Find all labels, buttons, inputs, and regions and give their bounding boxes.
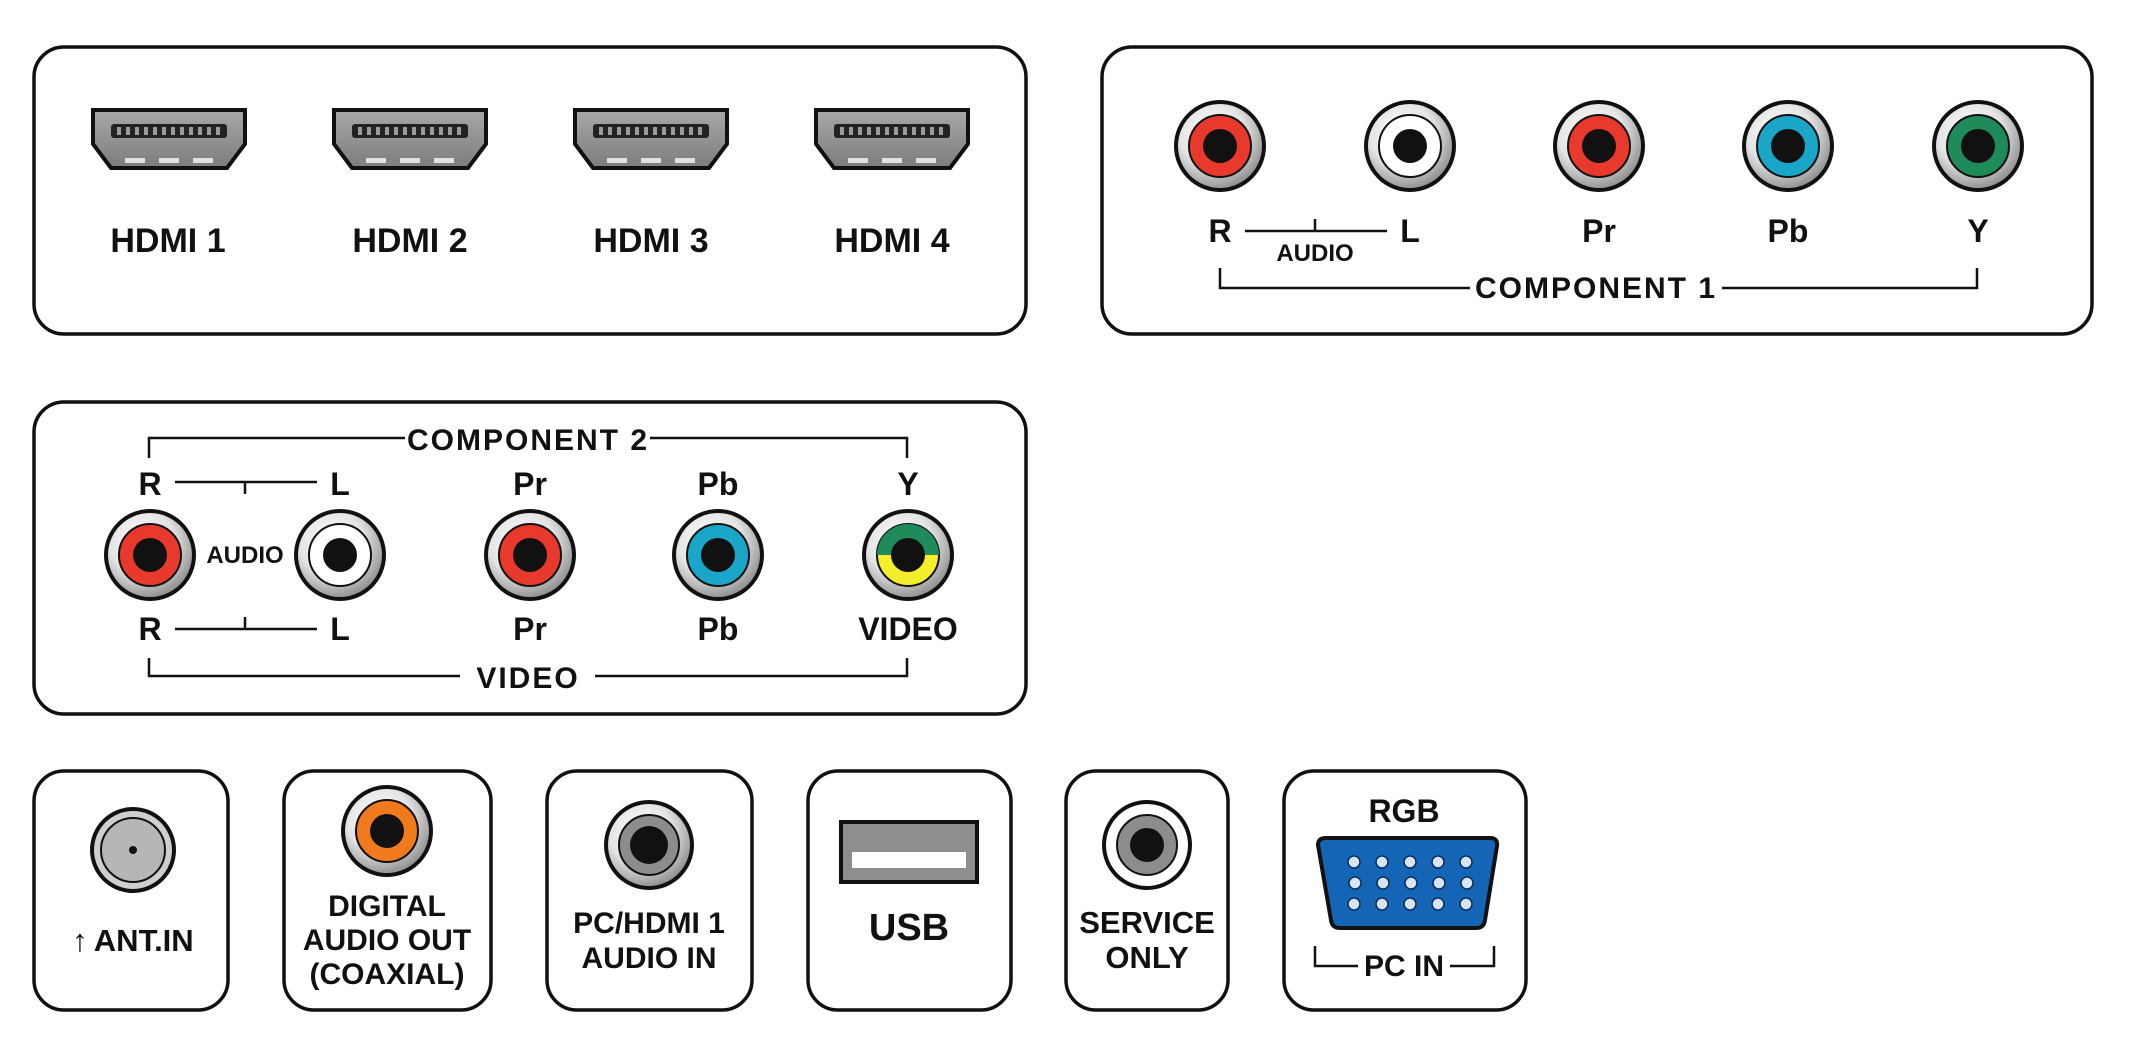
c2-title-bracket [147, 436, 909, 458]
service-label-1: SERVICE [1079, 905, 1215, 940]
vga-pin [1459, 855, 1473, 869]
vga-pin [1375, 897, 1389, 911]
c2-jack-pr[interactable] [484, 509, 576, 601]
hdmi-port-3[interactable] [573, 108, 729, 170]
usb-port[interactable] [839, 820, 979, 884]
digital-label-3: (COAXIAL) [310, 958, 465, 991]
c2-bottom-r: R [138, 611, 161, 647]
c1-label-pr: Pr [1582, 213, 1616, 249]
hdmi-port-1[interactable] [91, 108, 247, 170]
c2-top-pb: Pb [698, 466, 739, 502]
c2-audio-bracket-top [175, 480, 317, 494]
c1-audio-label: AUDIO [1276, 240, 1353, 267]
c2-audio-label: AUDIO [206, 542, 283, 569]
c1-audio-bracket [1245, 219, 1387, 233]
c1-jack-y[interactable] [1932, 100, 2024, 192]
vga-pin [1459, 897, 1473, 911]
c2-video-bracket [147, 658, 909, 678]
service-label-2: ONLY [1105, 940, 1189, 975]
vga-pin [1403, 855, 1417, 869]
vga-pin [1348, 876, 1362, 890]
c2-top-r: R [138, 466, 161, 502]
c1-title: COMPONENT 1 [1475, 272, 1717, 305]
vga-pin [1432, 876, 1446, 890]
c2-top-pr: Pr [513, 466, 547, 502]
c2-bottom-video: VIDEO [858, 611, 958, 647]
pc-audio-panel [545, 769, 754, 1012]
vga-pin [1460, 876, 1474, 890]
c1-label-l: L [1400, 213, 1420, 249]
c2-jack-audio-r[interactable] [104, 509, 196, 601]
pc-in-bracket [1313, 946, 1496, 968]
c1-jack-pr[interactable] [1553, 100, 1645, 192]
c1-label-r: R [1208, 213, 1231, 249]
usb-panel [806, 769, 1013, 1012]
vga-pin [1404, 876, 1418, 890]
c2-top-y: Y [897, 466, 918, 502]
ant-in-connector[interactable] [90, 807, 176, 893]
hdmi-label-4: HDMI 4 [834, 222, 949, 260]
hdmi-port-4[interactable] [814, 108, 970, 170]
vga-pin [1431, 897, 1445, 911]
hdmi-label-3: HDMI 3 [593, 222, 708, 260]
c1-label-y: Y [1967, 213, 1988, 249]
digital-coaxial-jack[interactable] [341, 785, 433, 877]
vga-pin [1347, 855, 1361, 869]
digital-label-2: AUDIO OUT [303, 924, 471, 957]
up-arrow-icon: ↑ [72, 923, 88, 958]
usb-label: USB [869, 907, 949, 949]
digital-label-1: DIGITAL [328, 890, 446, 923]
vga-pin [1375, 855, 1389, 869]
c2-bottom-l: L [330, 611, 350, 647]
c1-jack-pb[interactable] [1742, 100, 1834, 192]
c2-jack-pb[interactable] [672, 509, 764, 601]
hdmi-panel [32, 45, 1028, 336]
c1-bracket [1218, 268, 1979, 290]
c2-jack-audio-l[interactable] [294, 509, 386, 601]
vga-port[interactable] [1315, 836, 1500, 930]
c2-top-l: L [330, 466, 350, 502]
c2-bottom-pb: Pb [698, 611, 739, 647]
hdmi-label-2: HDMI 2 [352, 222, 467, 260]
digital-audio-panel [282, 769, 493, 1012]
service-jack[interactable] [1102, 800, 1192, 890]
ant-in-label: ↑ANT.IN [72, 923, 193, 958]
pc-audio-label-2: AUDIO IN [582, 942, 717, 975]
c1-jack-audio-l[interactable] [1364, 100, 1456, 192]
hdmi-port-2[interactable] [332, 108, 488, 170]
c2-title: COMPONENT 2 [407, 424, 649, 457]
hdmi-label-1: HDMI 1 [110, 222, 225, 260]
c1-jack-audio-r[interactable] [1174, 100, 1266, 192]
pc-in-label: PC IN [1364, 950, 1444, 983]
pc-audio-label-1: PC/HDMI 1 [573, 907, 725, 940]
c2-jack-y-video[interactable] [862, 509, 954, 601]
vga-pin [1403, 897, 1417, 911]
c2-audio-bracket-bottom [175, 617, 317, 631]
pc-audio-jack[interactable] [604, 800, 694, 890]
c2-bottom-pr: Pr [513, 611, 547, 647]
c2-video-label: VIDEO [476, 662, 579, 695]
vga-pin [1431, 855, 1445, 869]
rgb-label: RGB [1368, 793, 1439, 829]
vga-pin [1376, 876, 1390, 890]
vga-pin [1347, 897, 1361, 911]
c1-label-pb: Pb [1768, 213, 1809, 249]
